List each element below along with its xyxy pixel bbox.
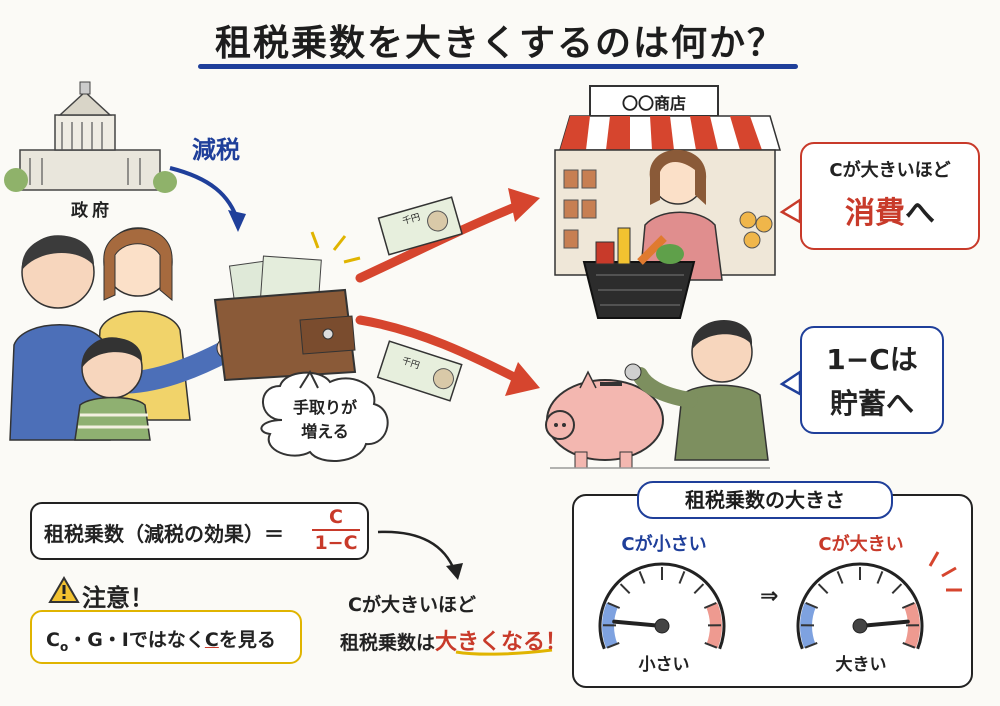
note-box: Co・G・IではなくCを見る	[30, 610, 302, 664]
formula-denominator: 1−C	[314, 532, 358, 554]
gauge-tick	[836, 571, 844, 584]
formula-numerator: C	[329, 506, 343, 528]
piggy-bank-icon	[545, 370, 770, 469]
page-title: 租税乗数を大きくするのは何か？	[214, 23, 785, 64]
gauge-small-label: 小さい	[638, 655, 690, 675]
savings-line1: 1−Cは	[826, 343, 918, 376]
title-underline	[198, 64, 798, 69]
result-emphasis: 大きくなる！	[435, 630, 568, 655]
gauge-big-header: Cが大きい	[805, 530, 917, 556]
gauge-small-dial	[598, 562, 726, 650]
gauge-tick	[805, 601, 819, 609]
gauge-section	[572, 494, 973, 688]
bill-top-icon	[377, 196, 463, 256]
take-home-text: 手取りが 増える	[280, 396, 370, 444]
gauge-tick	[678, 571, 686, 584]
gauge-tick	[901, 601, 915, 609]
gauge-arrow: ⇒	[760, 584, 779, 609]
note-middle: ・G・Iではなく	[68, 629, 205, 651]
gauge-tick	[891, 583, 903, 594]
gauge-hub	[852, 618, 868, 634]
formula-fraction: C 1−C	[312, 506, 360, 554]
gauge-tick	[606, 642, 620, 649]
government-label: 政府	[71, 201, 113, 221]
result-underline	[455, 648, 553, 656]
gauge-tick	[607, 601, 621, 609]
note-body: Co・G・IではなくCを見る	[46, 625, 276, 654]
take-home-line2: 増える	[301, 422, 349, 441]
consumption-line1: Cが大きいほど	[829, 160, 951, 181]
note-heading: 注意！	[82, 584, 154, 612]
formula-label: 租税乗数（減税の効果）＝	[44, 522, 284, 546]
result-prefix: 租税乗数は	[340, 632, 436, 654]
gauge-outline	[796, 562, 924, 650]
gauge-hub	[654, 618, 670, 634]
warning-icon	[48, 576, 80, 603]
bill-bottom-icon	[376, 340, 463, 402]
formula-box: 租税乗数（減税の効果）＝ C 1−C	[30, 502, 369, 560]
government-building-icon	[4, 81, 177, 193]
family-illustration	[9, 227, 240, 441]
savings-line2: 貯蓄へ	[829, 387, 914, 420]
gauge-section-title: 租税乗数の大きさ	[637, 481, 893, 519]
note-c-emphasis: C	[204, 629, 219, 651]
gauge-small-header: Cが小さい	[608, 530, 720, 556]
note-c-consumption: C	[46, 629, 60, 651]
gauge-big-header-text: が大きい	[831, 534, 904, 555]
result-line1: Cが大きいほど	[348, 594, 476, 616]
gauge-needle	[612, 619, 664, 628]
savings-box: 1−Cは 貯蓄へ	[800, 326, 944, 434]
gauge-tick	[693, 583, 705, 594]
consumption-keyword: 消費	[845, 196, 905, 231]
gauge-tick	[703, 601, 717, 609]
gauge-big-label: 大きい	[835, 655, 887, 675]
gauge-tick	[817, 583, 829, 594]
take-home-line1: 手取りが	[292, 398, 357, 417]
gauge-tick	[638, 571, 646, 584]
sparks-icon	[928, 551, 962, 592]
gauge-tick	[804, 642, 818, 649]
wallet-icon	[213, 231, 361, 382]
result-line2: 租税乗数は大きくなる！	[340, 624, 567, 656]
consumption-direction: へ	[905, 196, 935, 231]
note-suffix: を見る	[218, 629, 276, 651]
take-home-bubble	[260, 371, 389, 463]
gauge-needle	[858, 619, 910, 628]
gauge-small-header-c: C	[621, 534, 635, 555]
gauge-tick	[704, 642, 718, 649]
gauge-tick	[902, 642, 916, 649]
tax-cut-label: 減税	[192, 136, 240, 164]
shop-illustration	[554, 85, 782, 319]
consumption-box: Cが大きいほど 消費へ	[800, 142, 980, 250]
gauge-outline	[598, 562, 726, 650]
note-c-subscript: o	[59, 639, 69, 654]
gauge-big-header-c: C	[818, 534, 832, 555]
formula-to-result-arrow	[377, 530, 457, 573]
saving-boy-illustration	[624, 320, 769, 461]
gauge-small-header-text: が小さい	[634, 534, 707, 555]
gauge-tick	[876, 571, 884, 584]
tax-cut-arrow	[169, 166, 246, 232]
gauge-big-dial	[796, 562, 924, 650]
savings-arrow	[355, 315, 540, 396]
gauge-tick	[619, 583, 631, 594]
shop-sign: 〇〇商店	[621, 94, 686, 113]
